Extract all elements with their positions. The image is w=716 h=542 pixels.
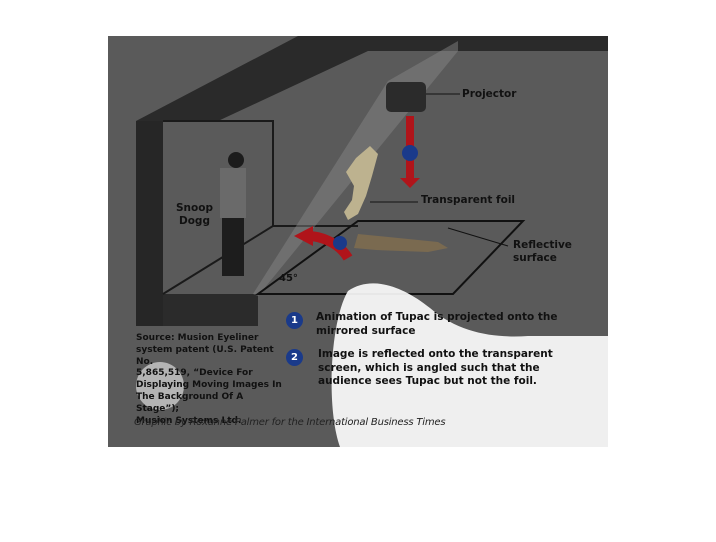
step-1-badge: 1: [286, 312, 303, 329]
projector-body: [386, 82, 426, 112]
arrow-2-head: [294, 226, 313, 246]
tupac-lying: [354, 234, 448, 252]
white-overlay-blob: [331, 283, 608, 447]
step-1-text: Animation of Tupac is projected onto the…: [316, 311, 558, 337]
step-1-marker: [402, 145, 418, 161]
angle-label: 45°: [279, 273, 298, 284]
step-2-marker: [333, 236, 347, 250]
stage-left-wall: [136, 121, 163, 326]
reflective-leader: [447, 227, 509, 247]
snoop-body: [220, 168, 246, 218]
white-overlay-dot: [136, 362, 184, 410]
hologram-diagram: [136, 36, 608, 447]
projector-label: Projector: [462, 88, 517, 100]
step-2-text: Image is reflected onto the transparent …: [318, 348, 553, 387]
back-wall-outline: [162, 120, 274, 295]
tupac-standing: [344, 146, 378, 220]
source-note: Source: Musion Eyeliner system patent (U…: [136, 333, 282, 426]
stage-floor-edge: [163, 294, 258, 326]
snoop-dogg-label: Snoop Dogg: [176, 202, 213, 227]
transparent-foil-label: Transparent foil: [421, 194, 516, 206]
snoop-head: [228, 152, 244, 168]
reflective-surface: [254, 220, 526, 295]
arrow-1-head: [400, 178, 420, 188]
snoop-legs: [222, 218, 244, 276]
diagram-image: Projector Transparent foil Reflective su…: [108, 36, 608, 447]
step-2-badge: 2: [286, 349, 303, 366]
reflective-surface-label: Reflective surface: [513, 239, 572, 264]
graphic-credit: Graphic by Roxanne Palmer for the Intern…: [134, 417, 446, 428]
stage-roof: [136, 36, 608, 121]
